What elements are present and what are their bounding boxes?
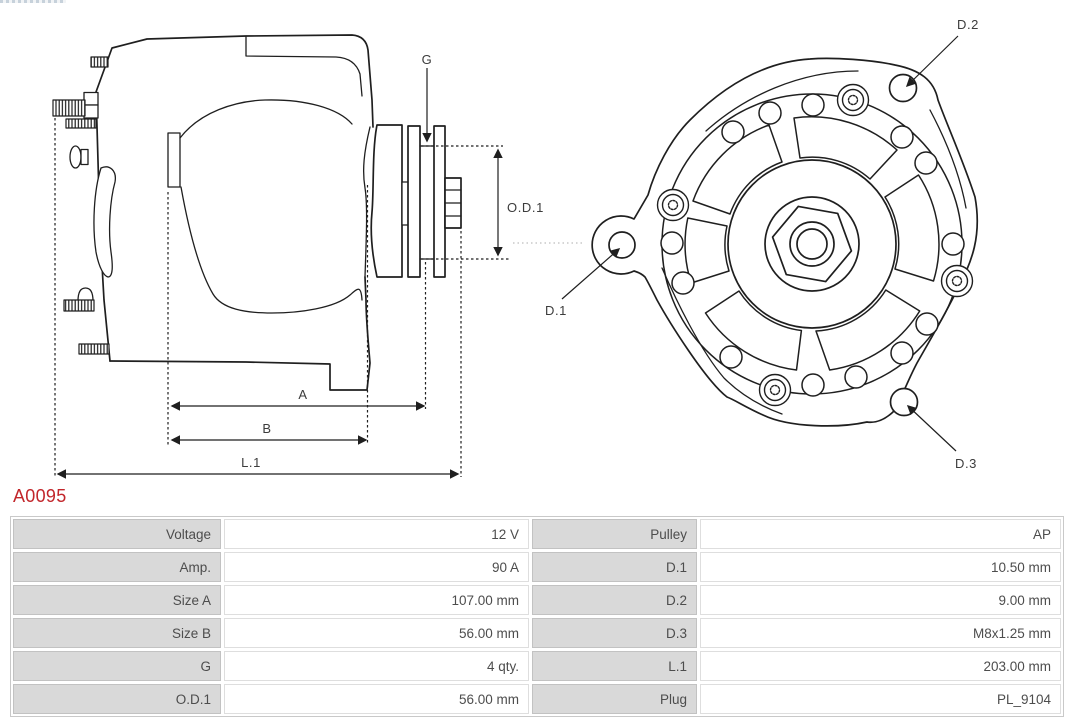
label-d1: D.1 — [545, 303, 567, 318]
technical-drawing: G O.D.1 A B L.1 — [52, 17, 979, 479]
hub-shaft-tip — [796, 228, 828, 260]
side-bracket-lower — [83, 104, 99, 119]
shaft-nut-hex — [771, 205, 853, 283]
spec-label: Size B — [13, 618, 221, 648]
spec-label: D.3 — [532, 618, 697, 648]
side-dimensions — [54, 68, 582, 479]
mount-hole-d2 — [888, 73, 918, 103]
spec-value: AP — [700, 519, 1061, 549]
spec-label: D.1 — [532, 552, 697, 582]
spec-value: 12 V — [224, 519, 529, 549]
side-foot-arch — [77, 287, 94, 302]
d3-leader-arrow — [906, 405, 957, 452]
face-holes — [660, 93, 965, 397]
spec-table: Voltage 12 V Pulley AP Amp. 90 A D.1 10.… — [10, 516, 1064, 717]
spec-label: O.D.1 — [13, 684, 221, 714]
spec-value: 90 A — [224, 552, 529, 582]
stud-bottom — [78, 343, 110, 355]
label-l1: L.1 — [241, 455, 261, 470]
stud-mid — [65, 118, 97, 129]
stud-top — [90, 56, 109, 68]
d1-leader-arrow — [561, 248, 621, 300]
spec-value: M8x1.25 mm — [700, 618, 1061, 648]
spec-value: 4 qty. — [224, 651, 529, 681]
side-body-outline — [95, 34, 374, 362]
stud-lower — [63, 299, 95, 312]
side-terminal-stem — [80, 148, 89, 166]
front-rim-top — [705, 70, 859, 132]
label-b: B — [262, 421, 271, 436]
side-terminal-blob — [93, 166, 116, 278]
part-number: A0095 — [13, 486, 67, 506]
vent-slots — [684, 116, 940, 371]
side-terminal-knob — [69, 145, 82, 169]
side-inner-curve-top — [179, 99, 353, 139]
front-leaders — [561, 35, 959, 452]
pulley-flange-front — [433, 125, 446, 278]
spec-value: 203.00 mm — [700, 651, 1061, 681]
side-body-bottom — [109, 276, 371, 391]
label-d2: D.2 — [957, 17, 979, 32]
hub-inner-ring — [789, 221, 835, 267]
side-front-face-rect — [167, 132, 181, 188]
side-bracket-upper — [83, 91, 99, 106]
spec-label: Plug — [532, 684, 697, 714]
spec-value: 9.00 mm — [700, 585, 1061, 615]
spec-label: Amp. — [13, 552, 221, 582]
rivets — [656, 83, 974, 407]
spec-value: 10.50 mm — [700, 552, 1061, 582]
side-front-plate — [370, 124, 403, 278]
pulley-flange-rear — [407, 125, 421, 278]
label-d3: D.3 — [955, 456, 977, 471]
spec-value: 56.00 mm — [224, 618, 529, 648]
shaft-bands — [444, 189, 462, 217]
spec-label: Voltage — [13, 519, 221, 549]
stud-large — [52, 99, 86, 117]
spec-label: D.2 — [532, 585, 697, 615]
d2-leader-arrow — [905, 35, 959, 88]
spec-value: 107.00 mm — [224, 585, 529, 615]
spec-value: PL_9104 — [700, 684, 1061, 714]
front-rim-lower-left — [661, 267, 783, 415]
label-a: A — [298, 387, 307, 402]
front-rim-right — [929, 109, 967, 209]
spec-label: L.1 — [532, 651, 697, 681]
spec-label: Pulley — [532, 519, 697, 549]
side-inner-step — [245, 36, 363, 97]
front-view — [591, 57, 979, 427]
spec-label: Size A — [13, 585, 221, 615]
side-view — [52, 34, 462, 391]
label-od1: O.D.1 — [507, 200, 544, 215]
side-inner-curve-bottom — [180, 186, 363, 314]
spec-label: G — [13, 651, 221, 681]
side-body-right-edge — [363, 126, 371, 278]
spec-value: 56.00 mm — [224, 684, 529, 714]
pulley-groove-lines — [419, 145, 435, 260]
label-g: G — [422, 52, 433, 67]
logo-fragment — [0, 0, 66, 3]
